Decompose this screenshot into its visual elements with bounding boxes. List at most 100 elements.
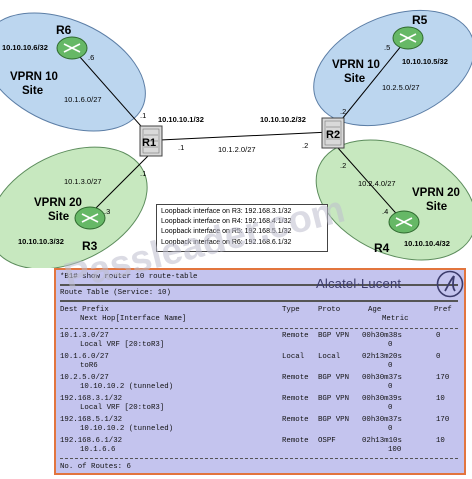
- site-r4-vprn20-area: [315, 139, 472, 261]
- link-r3-r1: [89, 155, 149, 215]
- router-r5-icon[interactable]: [392, 26, 424, 50]
- route-age: 00h30m37s: [362, 416, 402, 424]
- route-prefix: 10.1.6.0/27: [60, 353, 109, 361]
- cli-separator: [60, 458, 458, 459]
- alcatel-lucent-brand: Alcatel·Lucent: [316, 276, 402, 291]
- route-prefix: 192.168.3.1/32: [60, 395, 123, 403]
- route-metric: 0: [388, 404, 393, 412]
- router-r6-icon[interactable]: [56, 36, 88, 60]
- router-r3-icon[interactable]: [74, 206, 106, 230]
- cli-separator: [60, 300, 458, 302]
- col-header-pref: Pref: [434, 306, 452, 314]
- cli-route-count: No. of Routes: 6: [60, 463, 131, 471]
- r4-subnet: 10.2.4.0/27: [358, 179, 396, 188]
- loopback-interfaces-note: Loopback interface on R3: 192.168.3.1/32…: [156, 204, 328, 252]
- route-proto: Local: [318, 353, 341, 361]
- route-pref: 0: [436, 332, 441, 340]
- r1-name: R1: [142, 137, 156, 149]
- col-header-age: Age: [368, 306, 382, 314]
- route-next-hop: Local VRF [20:toR3]: [80, 404, 165, 412]
- r6-vprn-label: VPRN 10: [10, 71, 58, 83]
- route-proto: BGP VPN: [318, 332, 350, 340]
- r6-name: R6: [56, 23, 72, 37]
- route-prefix: 192.168.6.1/32: [60, 437, 123, 445]
- cli-separator: [60, 328, 458, 329]
- route-age: 00h30m39s: [362, 395, 402, 403]
- route-prefix: 192.168.5.1/32: [60, 416, 123, 424]
- route-metric: 0: [388, 362, 393, 370]
- r3-subnet: 10.1.3.0/27: [64, 177, 102, 186]
- route-type: Remote: [282, 374, 309, 382]
- link-r2-r4: [337, 147, 403, 221]
- route-pref: 170: [436, 416, 450, 424]
- r5-if-addr: .5: [384, 43, 390, 52]
- route-type: Remote: [282, 395, 309, 403]
- route-age: 02h13m20s: [362, 353, 402, 361]
- r5-site-label: Site: [344, 73, 365, 85]
- r6-if-addr: .6: [88, 53, 94, 62]
- r2-if-core: .2: [302, 141, 308, 150]
- router-r2-icon[interactable]: [321, 117, 345, 149]
- r3-if-addr: .3: [104, 207, 110, 216]
- route-type: Local: [282, 353, 305, 361]
- col-header-type: Type: [282, 306, 300, 314]
- route-proto: BGP VPN: [318, 416, 350, 424]
- route-next-hop: toR6: [80, 362, 98, 370]
- r4-vprn-label: VPRN 20: [412, 187, 460, 199]
- route-prefix: 10.1.3.0/27: [60, 332, 109, 340]
- col-header-dest: Dest Prefix: [60, 306, 109, 314]
- route-metric: 0: [388, 341, 393, 349]
- r6-loopback: 10.10.10.6/32: [2, 43, 48, 52]
- alcatel-lucent-logo-icon: [436, 270, 464, 298]
- r4-site-label: Site: [426, 201, 447, 213]
- router-r4-icon[interactable]: [388, 210, 420, 234]
- r1-if-toward-r6: .1: [140, 111, 146, 120]
- route-age: 00h30m38s: [362, 332, 402, 340]
- route-pref: 170: [436, 374, 450, 382]
- cli-table-title: Route Table (Service: 10): [60, 289, 171, 297]
- route-age: 02h13m10s: [362, 437, 402, 445]
- r6-site-label: Site: [22, 85, 43, 97]
- route-next-hop: 10.10.10.2 (tunneled): [80, 383, 174, 391]
- route-proto: BGP VPN: [318, 374, 350, 382]
- loopback-line-r6: Loopback interface on R6: 192.168.6.1/32: [161, 238, 292, 246]
- r2-if-toward-r4: .2: [340, 161, 346, 170]
- route-pref: 0: [436, 353, 441, 361]
- r5-subnet: 10.2.5.0/27: [382, 83, 420, 92]
- r4-name: R4: [374, 241, 390, 255]
- r6-subnet: 10.1.6.0/27: [64, 95, 102, 104]
- r3-vprn-label: VPRN 20: [34, 197, 82, 209]
- route-age: 00h30m37s: [362, 374, 402, 382]
- link-r1-r2: [159, 131, 331, 141]
- route-metric: 0: [388, 383, 393, 391]
- r1-if-toward-r3: .1: [140, 169, 146, 178]
- col-header-next-hop: Next Hop[Interface Name]: [80, 315, 187, 323]
- r3-loopback: 10.10.10.3/32: [18, 237, 64, 246]
- r5-loopback: 10.10.10.5/32: [402, 57, 448, 66]
- r4-if-addr: .4: [382, 207, 388, 216]
- loopback-line-r3: Loopback interface on R3: 192.168.3.1/32: [161, 208, 292, 215]
- r2-if-toward-r5: .2: [340, 107, 346, 116]
- loopback-line-r5: Loopback interface on R5: 192.168.5.1/32: [161, 228, 292, 236]
- r2-loopback: 10.10.10.2/32: [260, 115, 306, 124]
- col-header-metric: Metric: [382, 315, 409, 323]
- col-header-proto: Proto: [318, 306, 341, 314]
- route-type: Remote: [282, 416, 309, 424]
- link-r2-r5: [337, 39, 407, 125]
- cli-command: *B1# show router 10 route-table: [60, 273, 198, 281]
- r2-name: R2: [326, 129, 340, 141]
- router-r1-icon[interactable]: [139, 125, 163, 157]
- cli-output-panel: *B1# show router 10 route-table Route Ta…: [54, 268, 466, 475]
- cli-separator: [60, 284, 458, 286]
- route-type: Remote: [282, 437, 309, 445]
- route-next-hop: 10.10.10.2 (tunneled): [80, 425, 174, 433]
- route-proto: OSPF: [318, 437, 336, 445]
- r3-site-label: Site: [48, 211, 69, 223]
- route-pref: 10: [436, 395, 445, 403]
- route-pref: 10: [436, 437, 445, 445]
- r4-loopback: 10.10.10.4/32: [404, 239, 450, 248]
- r3-name: R3: [82, 239, 98, 253]
- site-r6-vprn10-area: [0, 12, 146, 132]
- r5-name: R5: [412, 13, 428, 27]
- network-topology-diagram: R6 10.10.10.6/32 .6 VPRN 10 Site 10.1.6.…: [0, 9, 472, 268]
